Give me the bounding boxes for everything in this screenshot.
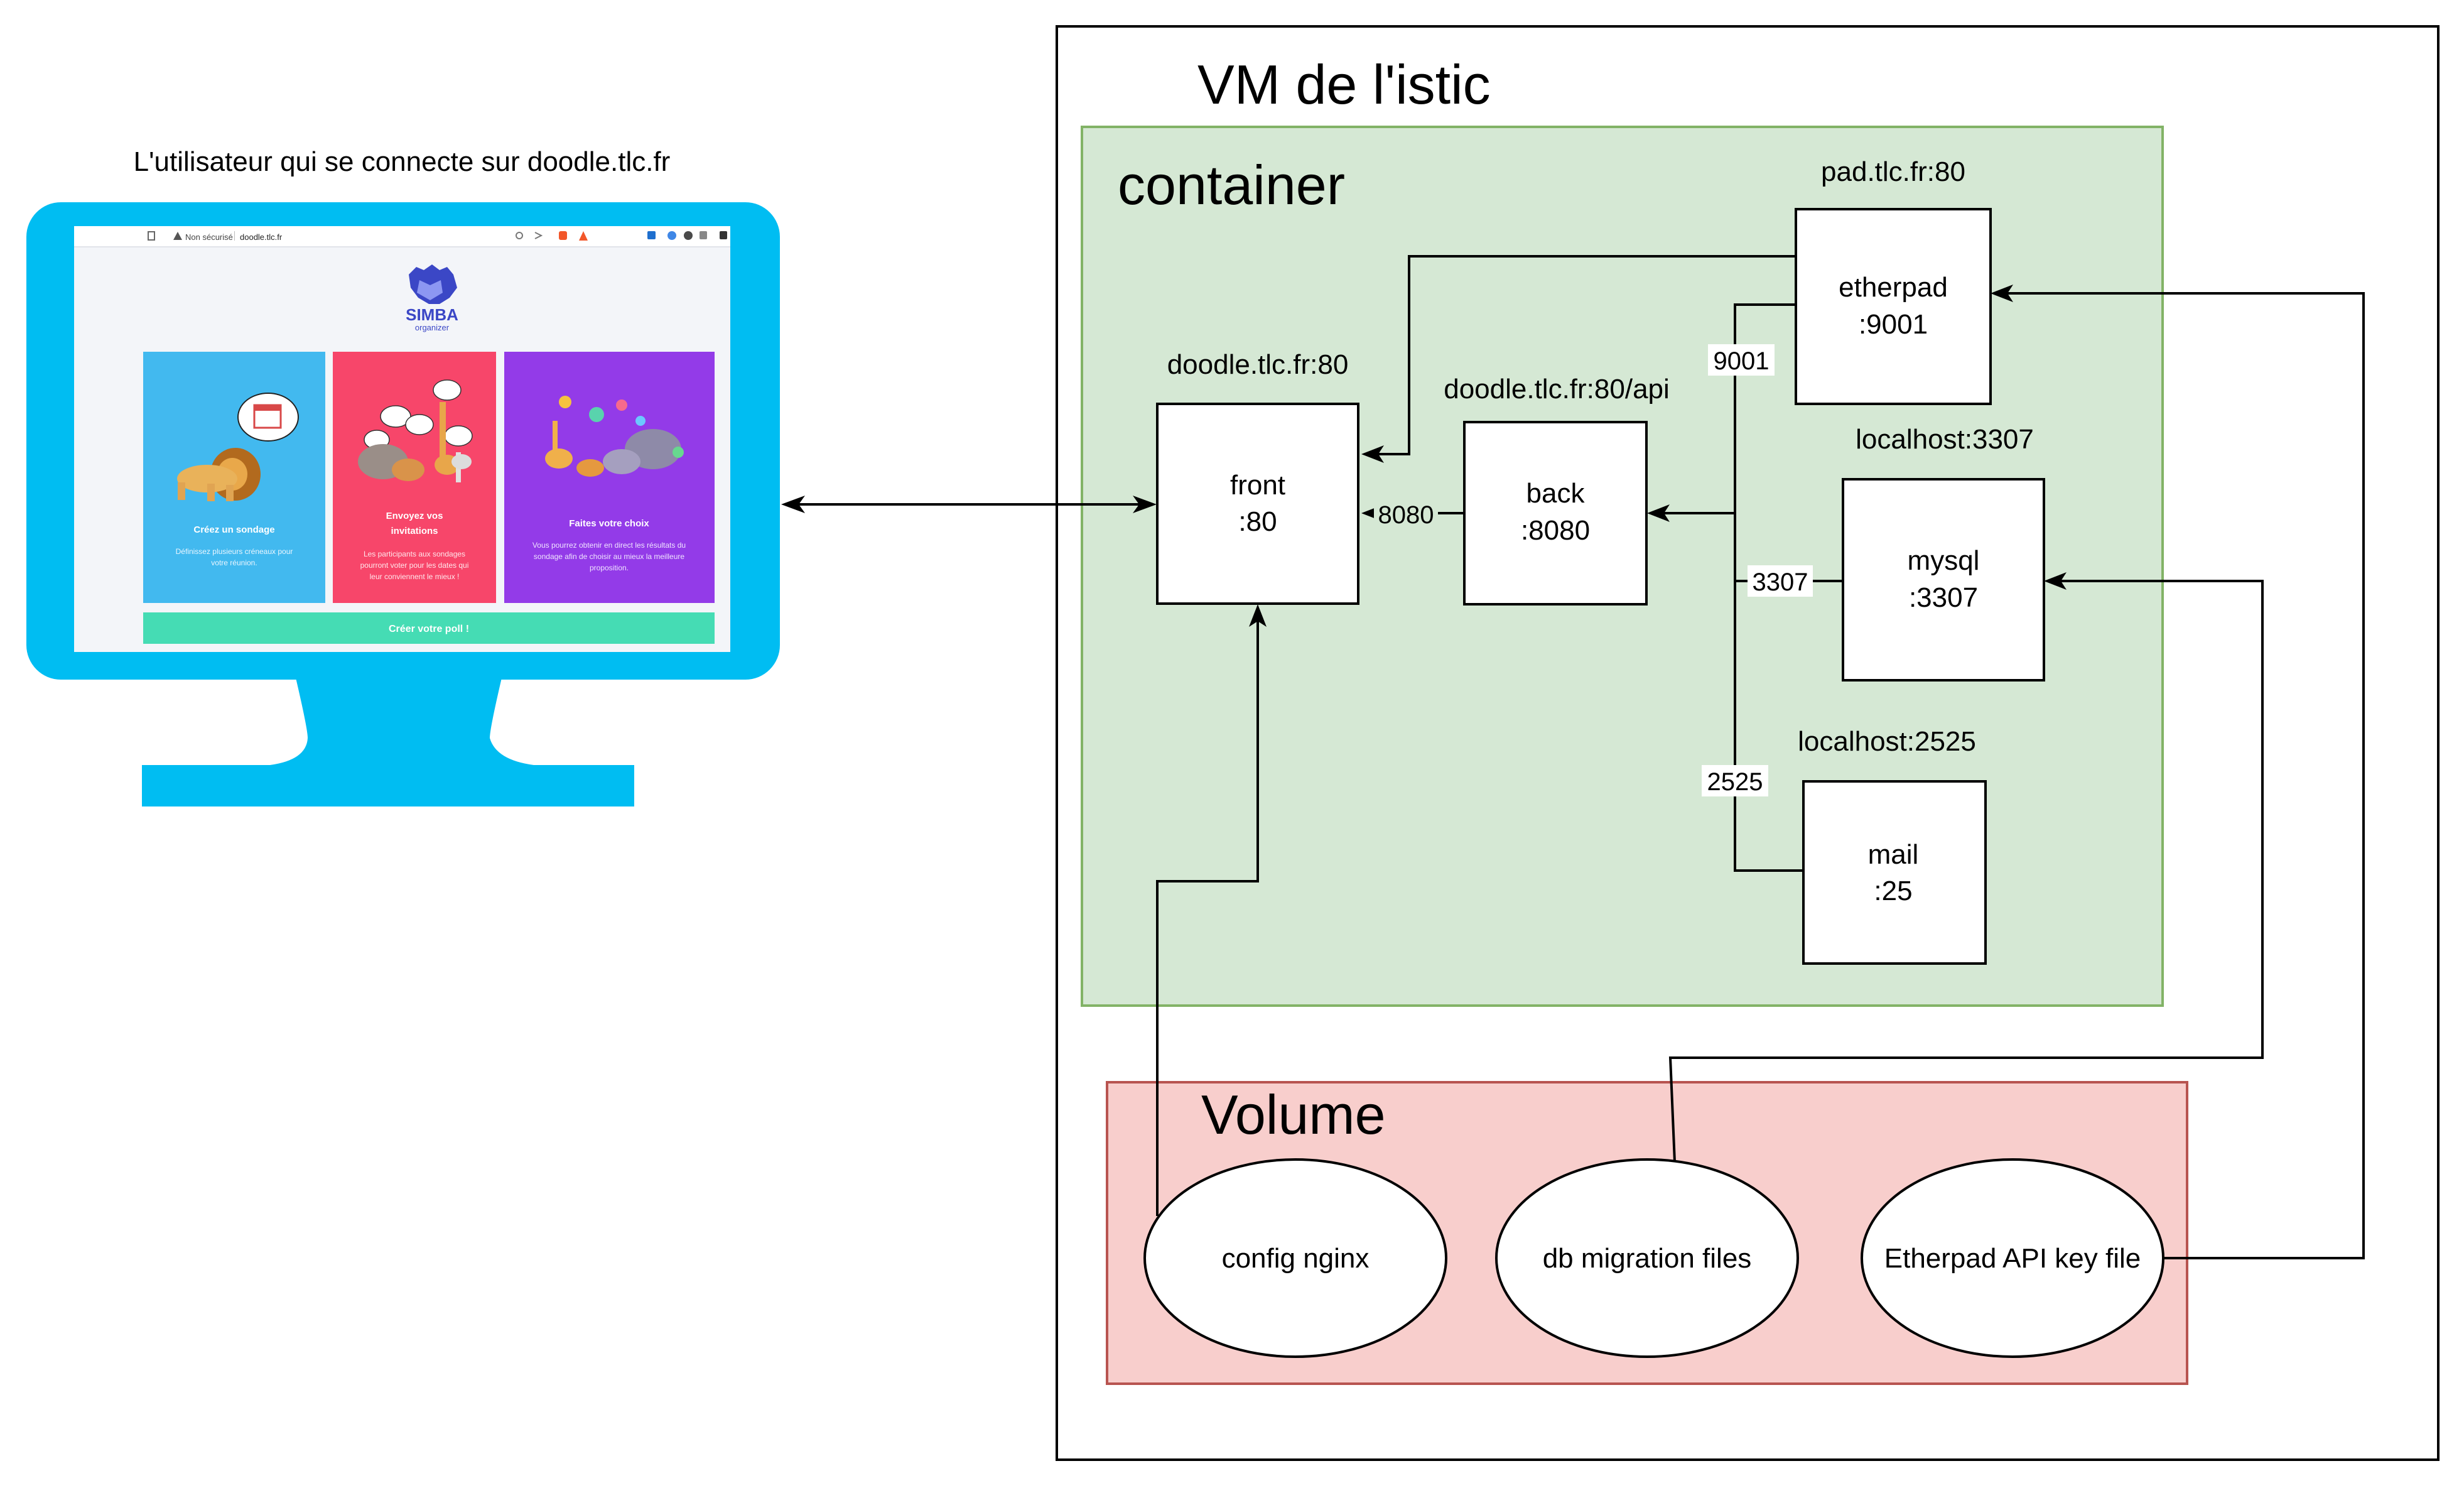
card-send-invitations-body-3: leur conviennent le mieux !	[370, 572, 460, 581]
edge-label-2525: 2525	[1707, 768, 1763, 796]
browser-security-text: Non sécurisé	[185, 232, 233, 242]
node-mysql[interactable]: localhost:3307 mysql :3307	[1842, 424, 2045, 682]
zoom-icon[interactable]	[516, 232, 523, 239]
logo-text: SIMBA	[406, 305, 458, 324]
node-mysql-header: localhost:3307	[1856, 424, 2034, 455]
edge-nginx-front	[1156, 616, 1259, 1216]
volume-item-db-migration-label: db migration files	[1543, 1243, 1752, 1274]
extension-icon-1[interactable]	[647, 231, 656, 239]
edge-etherpad-front	[1374, 255, 1796, 455]
card-send-invitations: Envoyez vos invitations Les participants…	[333, 352, 496, 603]
node-mysql-port: :3307	[1909, 582, 1978, 613]
container-title: container	[1118, 154, 1345, 216]
edge-label-8080: 8080	[1378, 501, 1434, 529]
volume-item-db-migration[interactable]: db migration files	[1495, 1158, 1799, 1358]
volume-item-etherpad-api-key-label: Etherpad API key file	[1884, 1243, 2141, 1274]
arrowhead-mysql	[2044, 572, 2067, 590]
node-back-name: back	[1526, 478, 1586, 509]
card-send-invitations-body-2: pourront voter pour les dates qui	[360, 561, 469, 570]
volume-item-config-nginx-label: config nginx	[1222, 1243, 1370, 1274]
extension-icon-5[interactable]	[720, 231, 727, 239]
share-icon[interactable]	[534, 232, 543, 239]
edge-label-3307: 3307	[1753, 568, 1808, 596]
edge-dbmig-mysql	[1668, 580, 2264, 1163]
node-back-header: doodle.tlc.fr:80/api	[1444, 374, 1670, 405]
edge-labels: 8080 9001 3307 2525	[1374, 344, 1813, 796]
vm-title: VM de l'istic	[1197, 53, 1491, 116]
logo-subtext: organizer	[415, 323, 450, 332]
monitor: L'utilisateur qui se connecte sur doodle…	[26, 146, 780, 806]
browser-url[interactable]: doodle.tlc.fr	[240, 232, 283, 242]
rewards-icon[interactable]	[579, 231, 588, 241]
monitor-caption: L'utilisateur qui se connecte sur doodle…	[134, 146, 671, 177]
extension-icon-2[interactable]	[667, 231, 676, 240]
arrowhead-front-bottom	[1249, 604, 1267, 627]
card-create-poll-body-2: votre réunion.	[211, 558, 257, 567]
card-create-poll-title: Créez un sondage	[193, 524, 274, 535]
celebration-illustration	[545, 396, 684, 477]
card-create-poll: Créez un sondage Définissez plusieurs cr…	[143, 352, 325, 603]
lion-illustration	[177, 393, 299, 501]
node-etherpad[interactable]: pad.tlc.fr:80 etherpad :9001	[1795, 156, 1992, 405]
brave-icon[interactable]	[559, 231, 567, 240]
animals-illustration	[358, 379, 473, 482]
arrowhead-back	[1647, 504, 1670, 522]
extension-icon-4[interactable]	[700, 231, 707, 239]
browser-bar	[74, 226, 730, 246]
node-front[interactable]: doodle.tlc.fr:80 front :80	[1156, 349, 1359, 605]
node-front-header: doodle.tlc.fr:80	[1167, 349, 1349, 380]
simba-logo[interactable]: SIMBA organizer	[406, 264, 458, 332]
node-etherpad-port: :9001	[1859, 309, 1928, 340]
arrowhead-front-left	[1133, 496, 1157, 513]
volume-item-etherpad-api-key[interactable]: Etherpad API key file	[1861, 1158, 2164, 1358]
node-front-port: :80	[1238, 506, 1277, 537]
edge-apikey-etherpad	[2003, 292, 2365, 1259]
arrowhead-etherpad	[1991, 285, 2013, 302]
card-make-choice: Faites votre choix Vous pourrez obtenir …	[504, 352, 715, 603]
node-mysql-name: mysql	[1908, 545, 1980, 576]
card-send-invitations-title-1: Envoyez vos	[386, 511, 443, 521]
node-etherpad-name: etherpad	[1839, 272, 1948, 303]
card-make-choice-body-2: sondage afin de choisir au mieux la meil…	[534, 552, 684, 561]
node-mail-header: localhost:2525	[1798, 726, 1976, 757]
monitor-stand	[142, 675, 634, 806]
arrowhead-front-from-etherpad	[1361, 445, 1384, 463]
node-mail-port: :25	[1874, 876, 1912, 906]
volume-item-config-nginx[interactable]: config nginx	[1143, 1158, 1447, 1358]
create-poll-button-label: Créer votre poll !	[389, 624, 469, 634]
arrowheads	[781, 285, 2067, 627]
card-make-choice-body-1: Vous pourrez obtenir en direct les résul…	[532, 541, 686, 550]
edge-label-9001: 9001	[1714, 347, 1770, 375]
node-mail[interactable]: localhost:2525 mail :25	[1798, 726, 1987, 965]
node-back-port: :8080	[1521, 515, 1590, 546]
card-send-invitations-title-2: invitations	[391, 526, 438, 536]
bookmark-icon[interactable]	[148, 231, 155, 241]
card-send-invitations-body-1: Les participants aux sondages	[364, 550, 465, 558]
arrowhead-user	[781, 496, 805, 513]
volume-title: Volume	[1201, 1083, 1386, 1146]
node-back[interactable]: doodle.tlc.fr:80/api back :8080	[1444, 374, 1670, 606]
edge-etherpad-bus	[1734, 303, 1802, 872]
card-make-choice-title: Faites votre choix	[569, 518, 649, 529]
card-create-poll-body-1: Définissez plusieurs créneaux pour	[176, 547, 293, 556]
node-mail-name: mail	[1868, 839, 1919, 870]
node-etherpad-header: pad.tlc.fr:80	[1821, 156, 1965, 187]
warning-icon	[173, 232, 182, 240]
node-front-name: front	[1230, 470, 1285, 501]
card-make-choice-body-3: proposition.	[590, 563, 629, 572]
extension-icon-3[interactable]	[684, 231, 693, 240]
create-poll-button[interactable]: Créer votre poll !	[143, 612, 715, 644]
